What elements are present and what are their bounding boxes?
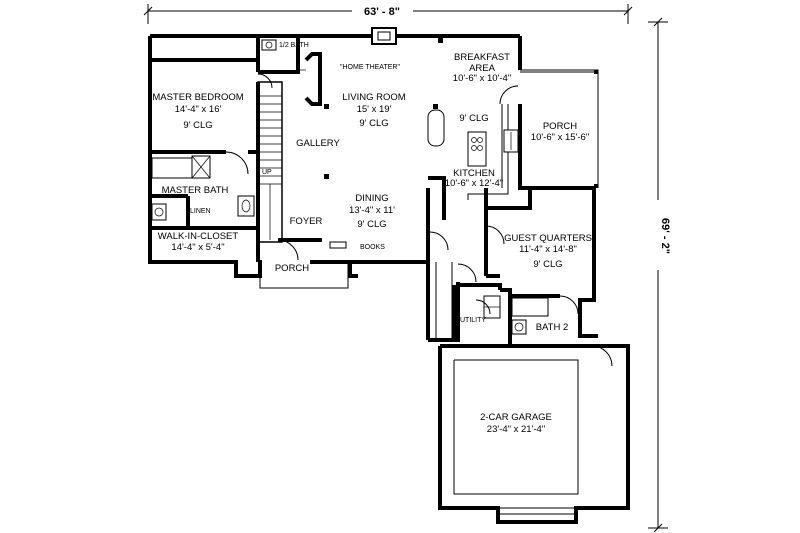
columns xyxy=(324,38,443,179)
guest-quarters-name: GUEST QUARTERS xyxy=(504,233,592,244)
breakfast-size: 10'-6" x 10'-4" xyxy=(453,73,511,84)
master-bedroom-name: MASTER BEDROOM xyxy=(152,92,243,103)
staircase xyxy=(257,81,283,243)
kitchen-size: 10'-6" x 12'-4" xyxy=(445,178,503,189)
dining-size: 13'-4" x 11' xyxy=(349,205,395,216)
foyer-name: FOYER xyxy=(290,216,323,227)
fireplace xyxy=(300,52,322,106)
width-dimension: 63' - 8" xyxy=(364,6,400,18)
front-porch-outline xyxy=(258,260,349,289)
rear-porch-size: 10'-6" x 15'-6" xyxy=(531,132,589,143)
walk-in-closet-name: WALK-IN-CLOSET xyxy=(158,231,239,242)
utility-fixtures xyxy=(483,295,501,319)
master-bath-fixtures xyxy=(151,155,255,221)
bath-2-name: BATH 2 xyxy=(536,322,569,333)
guest-quarters-ceiling: 9' CLG xyxy=(533,259,562,270)
master-bedroom-size: 14'-4" x 16' xyxy=(175,104,222,115)
utility-name: UTILITY xyxy=(460,317,486,324)
dining-name: DINING xyxy=(355,193,388,204)
rear-porch-outline xyxy=(520,69,599,188)
half-bath-fixtures xyxy=(261,39,277,51)
stairs-up-label: UP xyxy=(262,169,272,176)
living-room-size: 15' x 19' xyxy=(357,104,392,115)
rear-porch-name: PORCH xyxy=(543,121,577,132)
master-bedroom-ceiling: 9' CLG xyxy=(183,120,212,131)
guest-bath-fixtures xyxy=(511,297,549,335)
depth-dimension: 69' - 2" xyxy=(659,218,671,254)
guest-quarters-size: 11'-4" x 14'-8" xyxy=(519,244,577,255)
garage-name: 2-CAR GARAGE xyxy=(480,412,552,423)
bookshelf xyxy=(329,241,347,249)
half-bath-name: 1/2 BATH xyxy=(279,42,309,49)
side-walkway xyxy=(427,262,453,340)
books-label: BOOKS xyxy=(360,244,385,251)
living-room-ceiling: 9' CLG xyxy=(359,118,388,129)
depth-dimension-line xyxy=(648,17,668,533)
breakfast-name-2: AREA xyxy=(469,63,496,74)
front-porch-name: PORCH xyxy=(275,263,309,274)
linen-label: LINEN xyxy=(190,208,211,215)
gallery-name: GALLERY xyxy=(296,138,340,149)
home-theater-name: "HOME THEATER" xyxy=(340,64,400,71)
width-dimension-line xyxy=(143,4,633,24)
master-bath-name: MASTER BATH xyxy=(162,185,229,196)
kitchen-counters xyxy=(467,104,519,200)
kitchen-island xyxy=(427,109,445,147)
kitchen-name: KITCHEN xyxy=(453,168,495,179)
door-swings xyxy=(225,73,613,367)
living-room-name: LIVING ROOM xyxy=(342,92,405,103)
dining-ceiling: 9' CLG xyxy=(357,219,386,230)
chimney xyxy=(371,27,397,45)
kitchen-ceiling: 9' CLG xyxy=(459,113,488,124)
garage-size: 23'-4" x 21'-4" xyxy=(487,424,545,435)
walk-in-closet-size: 14'-4" x 5'-4" xyxy=(171,242,224,253)
garage-outline xyxy=(438,344,630,524)
breakfast-name: BREAKFAST xyxy=(454,52,510,63)
